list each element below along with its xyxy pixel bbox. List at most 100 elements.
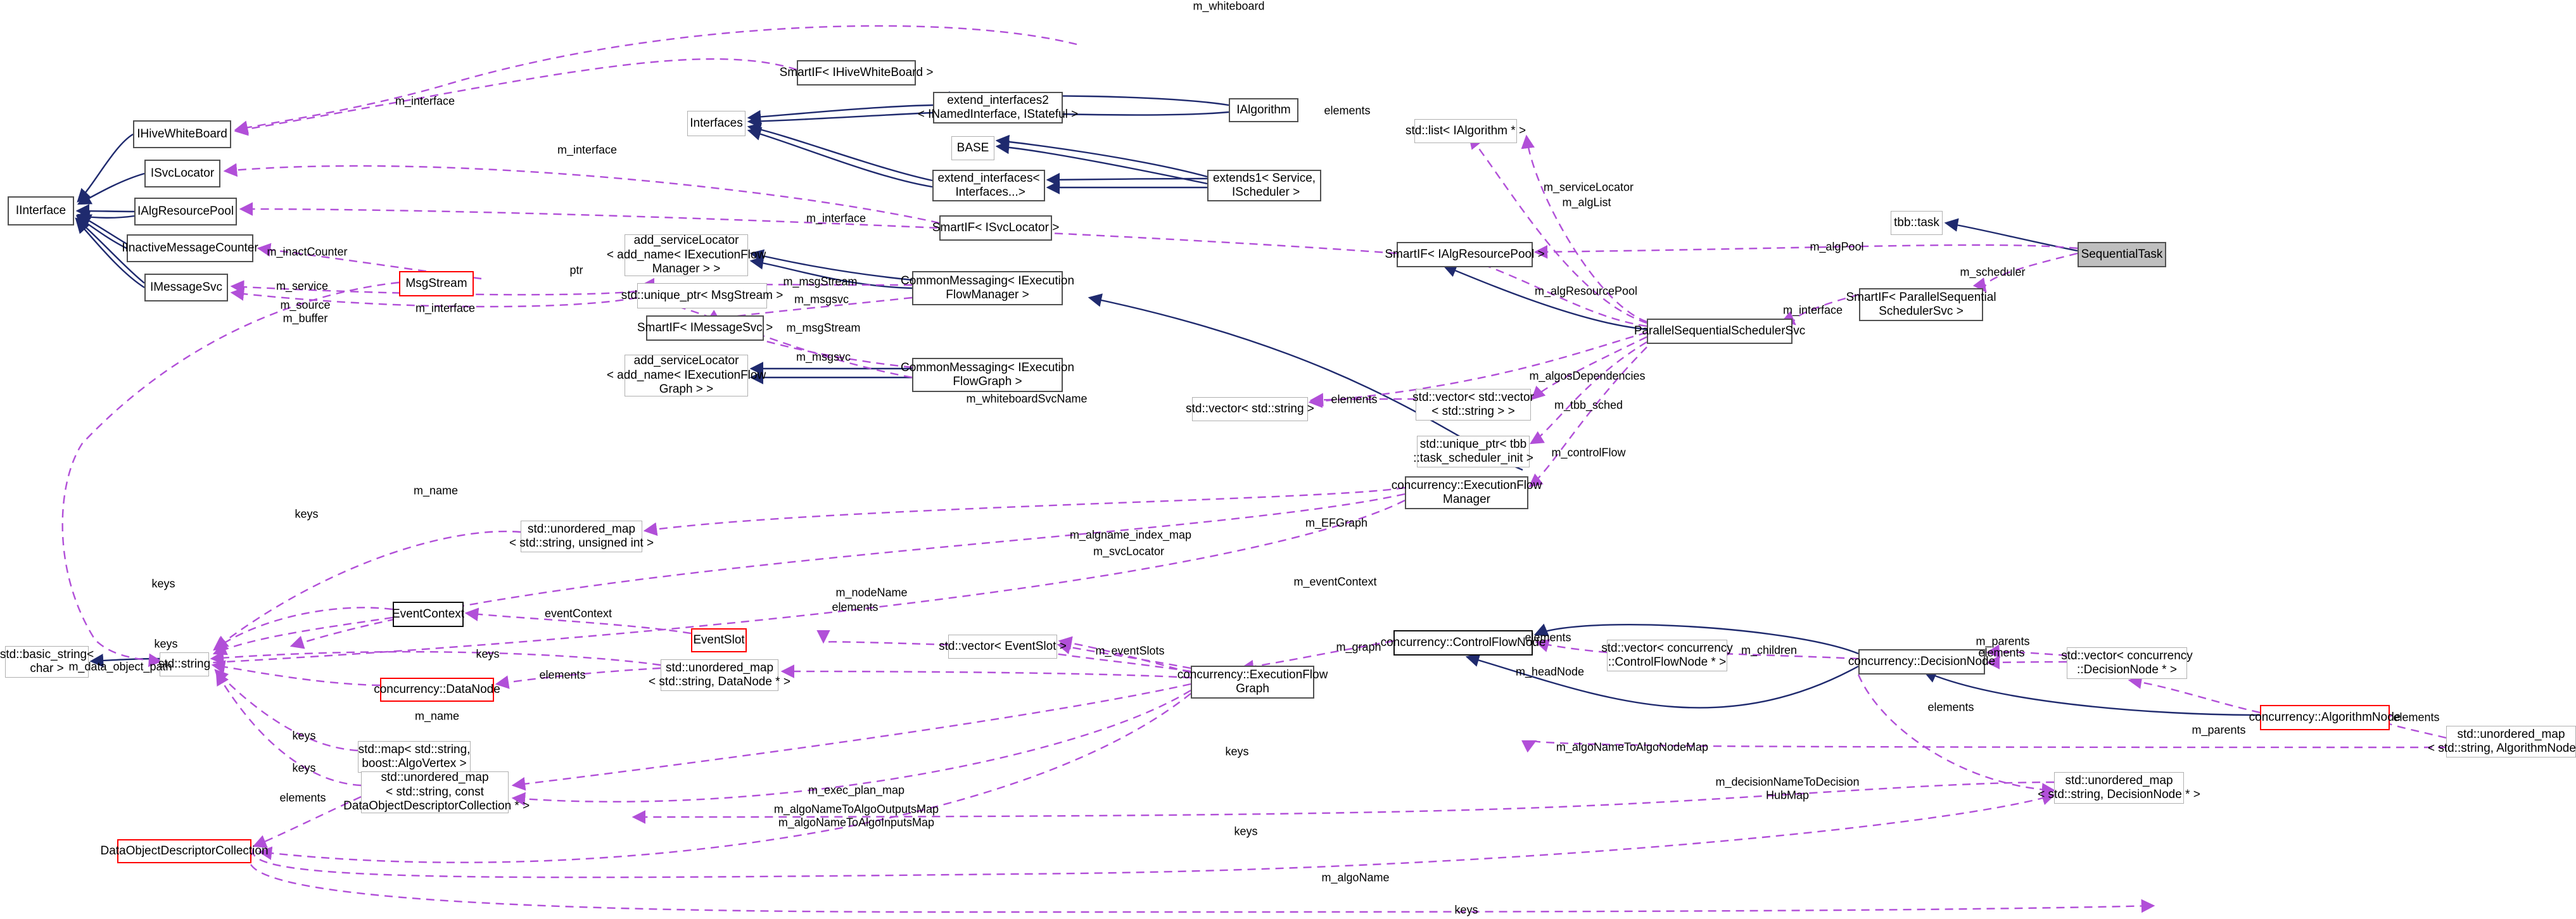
edge-label-l-m-parents-dec: m_parents [1976, 635, 2030, 648]
edge-label-l-elements-vecstring: elements [1331, 393, 1378, 406]
node-eventcontext[interactable]: EventContext [392, 602, 464, 627]
node-map-string-algovertex[interactable]: std::map< std::string, boost::AlgoVertex… [358, 741, 471, 773]
edge-label-l-m-algresourcepool: m_algResourcePool [1534, 284, 1638, 298]
node-iinactivemsgcounter[interactable]: IInactiveMessageCounter [122, 234, 258, 262]
node-ialgresourcepool[interactable]: IAlgResourcePool [134, 198, 237, 225]
edge-label-l-keys-2: keys [151, 577, 175, 590]
node-msgstream[interactable]: MsgStream [399, 271, 474, 296]
node-eventslot[interactable]: EventSlot [691, 628, 747, 652]
node-unordmap-string-uint[interactable]: std::unordered_map < std::string, unsign… [509, 521, 654, 552]
edge-label-l-m-parents-algo: m_parents [2192, 723, 2246, 737]
edge-label-l-m-eventcontext: m_eventContext [1293, 575, 1377, 588]
edge-label-l-m-interface-isvcloc: m_interface [557, 143, 618, 156]
node-unordmap-string-decnode[interactable]: std::unordered_map < std::string, Decisi… [2038, 772, 2200, 804]
node-interfaces[interactable]: Interfaces [687, 111, 746, 136]
node-commonmsg-efgraph[interactable]: CommonMessaging< IExecution FlowGraph > [901, 358, 1074, 392]
node-commonmsg-efmanager[interactable]: CommonMessaging< IExecution FlowManager … [901, 271, 1074, 305]
edge-label-l-m-alglist: m_algList [1562, 196, 1611, 209]
edge-label-l-keys-1: keys [295, 507, 319, 521]
node-unordmap-string-dnptr[interactable]: std::unordered_map < std::string, DataNo… [649, 659, 790, 691]
edge-label-l-m-eventslots: m_eventSlots [1095, 644, 1165, 657]
edge-label-l-m-data-object-path: m_data_object_path [68, 660, 172, 673]
edge-label-l-m-algosdependencies: m_algosDependencies [1529, 369, 1646, 383]
node-imessagesvc[interactable]: IMessageSvc [144, 274, 228, 301]
edge-label-l-keys-4: keys [154, 637, 178, 650]
node-extend-interfaces2[interactable]: extend_interfaces2 < INamedInterface, IS… [918, 92, 1078, 124]
edge-label-l-m-whiteboardsvcname: m_whiteboardSvcName [966, 392, 1088, 405]
edge-label-l-keys-9: keys [1225, 745, 1249, 758]
edge-label-l-m-service: m_service [276, 279, 329, 293]
node-extend-interfaces[interactable]: extend_interfaces< Interfaces...> [932, 170, 1045, 201]
node-unordmap-string-algonode[interactable]: std::unordered_map < std::string, Algori… [2428, 726, 2576, 757]
edge-label-l-m-msgstream-2: m_msgStream [786, 321, 861, 334]
node-uniqueptr-tbbinit[interactable]: std::unique_ptr< tbb ::task_scheduler_in… [1413, 436, 1533, 467]
edge-label-l-elements-datanode: elements [539, 668, 586, 681]
node-smartif-isvclocator[interactable]: SmartIF< ISvcLocator > [932, 215, 1059, 241]
node-base[interactable]: BASE [951, 136, 994, 160]
node-concurrency-datanode[interactable]: concurrency::DataNode [374, 678, 500, 702]
node-add-svcloc-efmanager[interactable]: add_serviceLocator < add_name< IExecutio… [606, 234, 766, 276]
node-extends1-service[interactable]: extends1< Service, IScheduler > [1207, 170, 1321, 201]
node-parseqschedulersvc[interactable]: ParallelSequentialSchedulerSvc [1634, 319, 1805, 344]
edge-label-l-keys-8: keys [1454, 903, 1478, 916]
node-std-string[interactable]: std::string [158, 652, 210, 676]
edge-label-l-m-interface-parseq: m_interface [1782, 303, 1843, 317]
edge-label-l-m-efgraph-top: m_EFGraph [1305, 516, 1368, 529]
node-iinterface[interactable]: IInterface [8, 196, 74, 225]
edge-label-l-elements-ialgorithm: elements [1324, 104, 1371, 117]
edge-label-l-keys-3: keys [476, 647, 500, 661]
node-concurrency-cfnode[interactable]: concurrency::ControlFlowNode [1381, 630, 1545, 656]
node-dodc[interactable]: DataObjectDescriptorCollection [100, 839, 269, 863]
edge-label-l-m-graph: m_graph [1336, 640, 1381, 654]
node-tbbtask[interactable]: tbb::task [1891, 211, 1943, 235]
node-concurrency-efgraph[interactable]: concurrency::ExecutionFlow Graph [1177, 666, 1328, 699]
edge-label-l-m-svclocator: m_svcLocator [1093, 545, 1165, 558]
edge-label-l-keys-5: keys [292, 729, 316, 742]
edge-label-l-elements-right: elements [1927, 700, 1974, 714]
edge-label-l-keys-6: keys [292, 761, 316, 775]
node-vector-eventslot[interactable]: std::vector< EventSlot > [939, 635, 1067, 659]
node-sequentialtask[interactable]: SequentialTask [2078, 242, 2166, 267]
node-concurrency-efmanager[interactable]: concurrency::ExecutionFlow Manager [1392, 476, 1542, 509]
node-add-svcloc-efgraph[interactable]: add_serviceLocator < add_name< IExecutio… [606, 354, 766, 396]
node-vector-cfnodeptr[interactable]: std::vector< concurrency ::ControlFlowNo… [1601, 640, 1733, 671]
node-smartif-ialgrespool[interactable]: SmartIF< IAlgResourcePool > [1385, 242, 1545, 267]
edge-label-l-m-servicelocator: m_serviceLocator [1543, 181, 1634, 194]
edge-label-l-m-name-efmanager: m_name [413, 484, 459, 497]
edge-label-l-m-decisionnametodecision: m_decisionNameToDecision HubMap [1715, 775, 1860, 801]
node-concurrency-decnode[interactable]: concurrency::DecisionNode [1848, 649, 1995, 675]
edge-label-l-m-whiteboard-top: m_whiteboard [1193, 0, 1265, 13]
node-basic-string-char[interactable]: std::basic_string< char > [0, 646, 94, 678]
node-list-ialgorithm[interactable]: std::list< IAlgorithm * > [1405, 119, 1526, 143]
edge-label-l-m-headnode: m_headNode [1515, 665, 1585, 678]
edge-label-l-m-source-buffer: m_source m_buffer [280, 298, 331, 324]
edge-label-l-m-algonametoalgonodemap: m_algoNameToAlgoNodeMap [1556, 740, 1709, 754]
node-vector-decnodeptr[interactable]: std::vector< concurrency ::DecisionNode … [2061, 647, 2193, 679]
edge-label-l-m-msgstream-1: m_msgStream [783, 275, 858, 288]
edge-label-l-m-algname-index-map: m_algname_index_map [1069, 528, 1192, 542]
node-ihivewhiteboard[interactable]: IHiveWhiteBoard [133, 120, 231, 148]
edge-label-l-m-algoname: m_algoName [1321, 871, 1390, 884]
edge-label-l-elements-algonode: elements [2393, 711, 2440, 724]
node-uniqueptr-msgstream[interactable]: std::unique_ptr< MsgStream > [621, 283, 783, 308]
edge-label-l-m-scheduler: m_scheduler [1960, 265, 2026, 279]
edge-label-l-m-nodename: m_nodeName [835, 586, 908, 599]
edge-label-l-m-msgsvc-1: m_msgsvc [794, 293, 849, 306]
edge-label-l-elements-dodc: elements [279, 791, 326, 804]
node-ialgorithm[interactable]: IAlgorithm [1229, 98, 1298, 122]
node-unordmap-string-dodc[interactable]: std::unordered_map < std::string, const … [343, 771, 530, 813]
edge-label-l-ptr: ptr [569, 263, 583, 277]
node-vector-string[interactable]: std::vector< std::string > [1186, 397, 1314, 421]
edge-label-l-elements-cfnode: elements [1525, 631, 1571, 644]
node-smartif-ihivewb[interactable]: SmartIF< IHiveWhiteBoard > [780, 60, 933, 86]
edge-label-l-m-msgsvc-2: m_msgsvc [796, 350, 851, 364]
node-vector-vector-string[interactable]: std::vector< std::vector < std::string >… [1412, 389, 1534, 421]
node-isvclocator[interactable]: ISvcLocator [144, 160, 220, 187]
edge-label-l-m-children: m_children [1741, 643, 1798, 657]
node-smartif-imessagesvc[interactable]: SmartIF< IMessageSvc > [637, 315, 773, 341]
edge-label-l-eventcontext: eventContext [544, 607, 612, 620]
node-concurrency-algonode[interactable]: concurrency::AlgorithmNode [2249, 705, 2401, 730]
edge-label-l-m-interface-msgstream: m_interface [415, 301, 476, 315]
node-smartif-parseqsched[interactable]: SmartIF< ParallelSequential SchedulerSvc… [1846, 288, 1996, 321]
